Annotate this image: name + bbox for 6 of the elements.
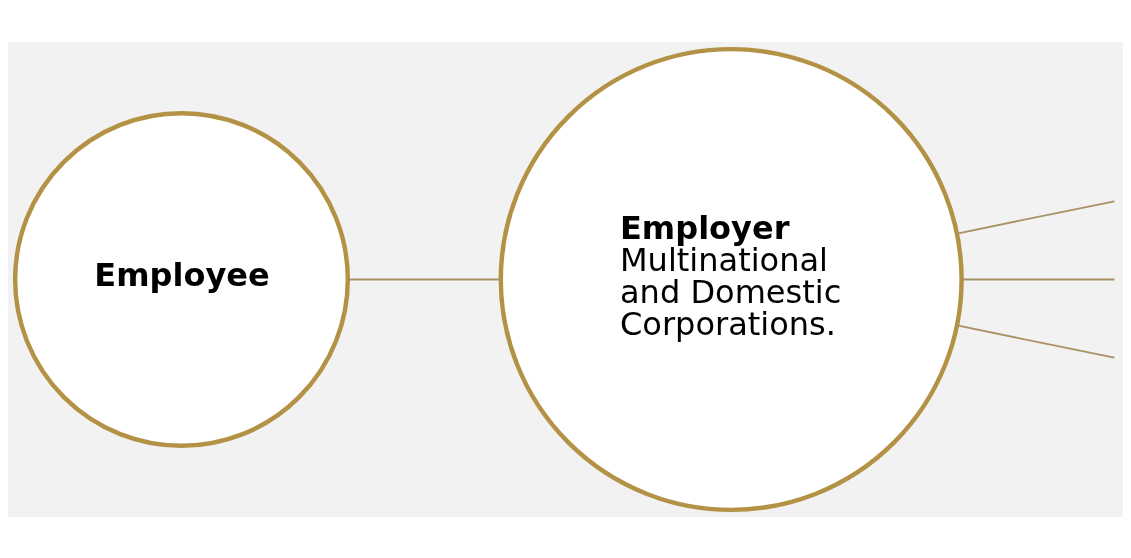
node-circle: Employer Multinational and Domestic Corporations. bbox=[498, 46, 964, 512]
node-circle: Employee bbox=[12, 110, 351, 448]
connector bbox=[347, 278, 502, 280]
connector bbox=[961, 278, 1116, 280]
connector bbox=[956, 324, 1116, 359]
connector bbox=[956, 199, 1116, 234]
